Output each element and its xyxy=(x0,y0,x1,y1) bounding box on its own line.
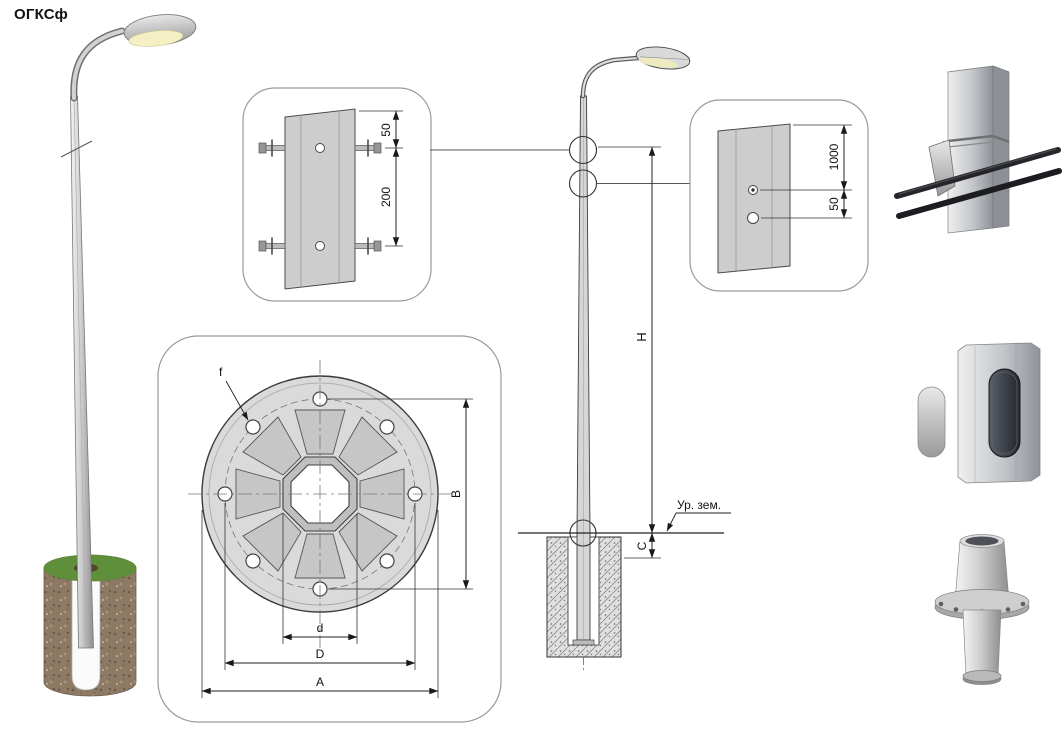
break-mark xyxy=(60,140,93,158)
mounting-band xyxy=(947,134,1010,144)
elevation-view: H C Ур. зем. xyxy=(430,46,731,672)
cable xyxy=(896,168,1062,219)
clamp-dim-200-label: 200 xyxy=(379,187,393,207)
ground-dim-1000-label: 1000 xyxy=(827,143,841,170)
detail-ground-bolt-box: 1000 50 xyxy=(689,99,869,292)
flange-dim-d-label: d xyxy=(317,621,324,635)
elevation-luminaire xyxy=(635,46,691,70)
page-title: ОГКСф xyxy=(14,6,68,23)
detail-flange-box: f B d D A xyxy=(157,335,502,723)
detail-clamp-box: 50 200 xyxy=(242,87,432,302)
luminaire-head xyxy=(123,14,197,47)
ground-dim-50-label: 50 xyxy=(827,197,841,211)
elevation-arm xyxy=(580,55,641,99)
pole-3d-render xyxy=(43,14,197,697)
flange-dim-D-label: D xyxy=(316,647,325,661)
cable-hole xyxy=(747,212,759,224)
elev-dim-H-label: H xyxy=(634,332,649,341)
hatch-opening xyxy=(988,368,1021,458)
clamp-bolt-row xyxy=(258,139,382,157)
clamp-dim-50-label: 50 xyxy=(379,123,393,137)
flange-hole-label-f: f xyxy=(219,365,223,379)
render-cable-mount xyxy=(894,65,1062,234)
flange-dim-A-label: A xyxy=(316,675,324,689)
elev-dim-C-label: C xyxy=(635,541,649,550)
pole-section xyxy=(717,123,791,274)
pole-section xyxy=(284,108,356,290)
flange-dim-B-label: B xyxy=(449,490,463,498)
clamp-bolt-row xyxy=(258,237,382,255)
render-access-door xyxy=(917,342,1041,484)
flange-bolt-holes xyxy=(217,391,423,597)
ground-level-label: Ур. зем. xyxy=(677,498,721,512)
cable xyxy=(894,147,1061,199)
base-skirt xyxy=(962,609,1002,677)
render-flange-base xyxy=(934,534,1030,685)
hatch-cover xyxy=(917,386,946,458)
lamp-glow xyxy=(128,30,184,47)
